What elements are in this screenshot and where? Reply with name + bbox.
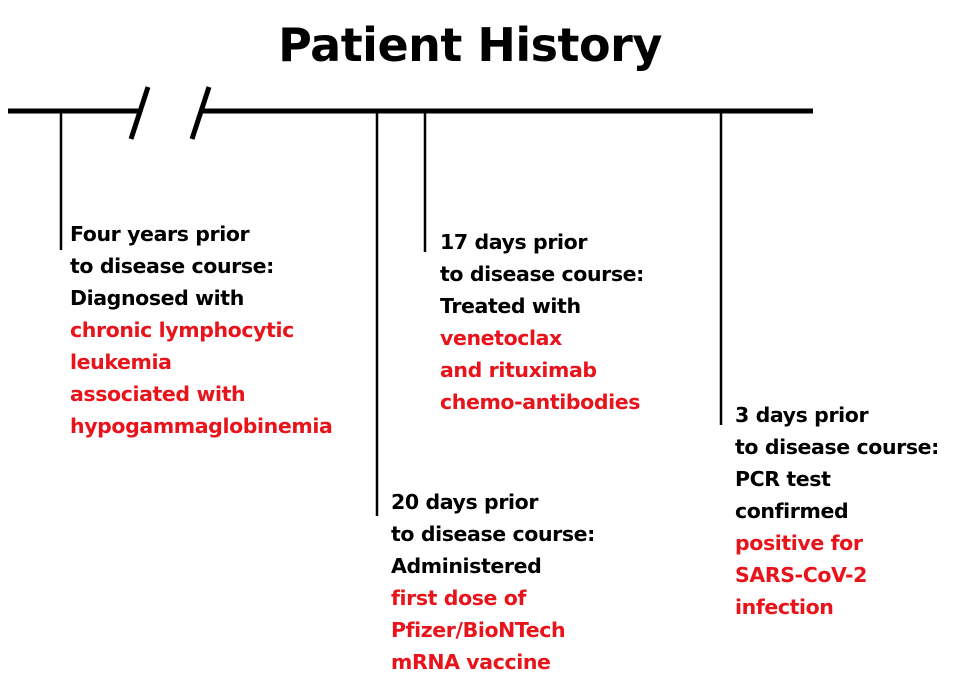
event-text: 3 days prior (735, 403, 869, 427)
event-text: Four years prior (70, 222, 250, 246)
event-highlight: leukemia (70, 350, 172, 374)
event-text: to disease course: (735, 435, 939, 459)
event-text: PCR test (735, 467, 831, 491)
event-text: 20 days prior (391, 490, 539, 514)
event-highlight: SARS-CoV-2 (735, 563, 867, 587)
event-20-days: 20 days prior to disease course: Adminis… (391, 486, 595, 678)
event-highlight: mRNA vaccine (391, 650, 551, 674)
event-3-days: 3 days prior to disease course: PCR test… (735, 399, 939, 623)
event-highlight: hypogammaglobinemia (70, 414, 333, 438)
event-highlight: positive for (735, 531, 863, 555)
event-text: to disease course: (391, 522, 595, 546)
page-title: Patient History (278, 18, 662, 72)
event-text: to disease course: (440, 262, 644, 286)
event-text: Treated with (440, 294, 581, 318)
event-highlight: first dose of (391, 586, 526, 610)
event-highlight: chemo-antibodies (440, 390, 641, 414)
event-four-years: Four years prior to disease course: Diag… (70, 218, 333, 442)
axis-break-mark-right (189, 86, 212, 140)
event-highlight: chronic lymphocytic (70, 318, 294, 342)
event-text: Administered (391, 554, 542, 578)
event-highlight: and rituximab (440, 358, 597, 382)
event-highlight: infection (735, 595, 834, 619)
event-highlight: associated with (70, 382, 246, 406)
event-text: 17 days prior (440, 230, 588, 254)
event-text: Diagnosed with (70, 286, 244, 310)
event-highlight: Pfizer/BioNTech (391, 618, 566, 642)
event-17-days: 17 days prior to disease course: Treated… (440, 226, 644, 418)
event-highlight: venetoclax (440, 326, 562, 350)
axis-break-mark-left (128, 86, 151, 140)
event-text: confirmed (735, 499, 849, 523)
event-text: to disease course: (70, 254, 274, 278)
